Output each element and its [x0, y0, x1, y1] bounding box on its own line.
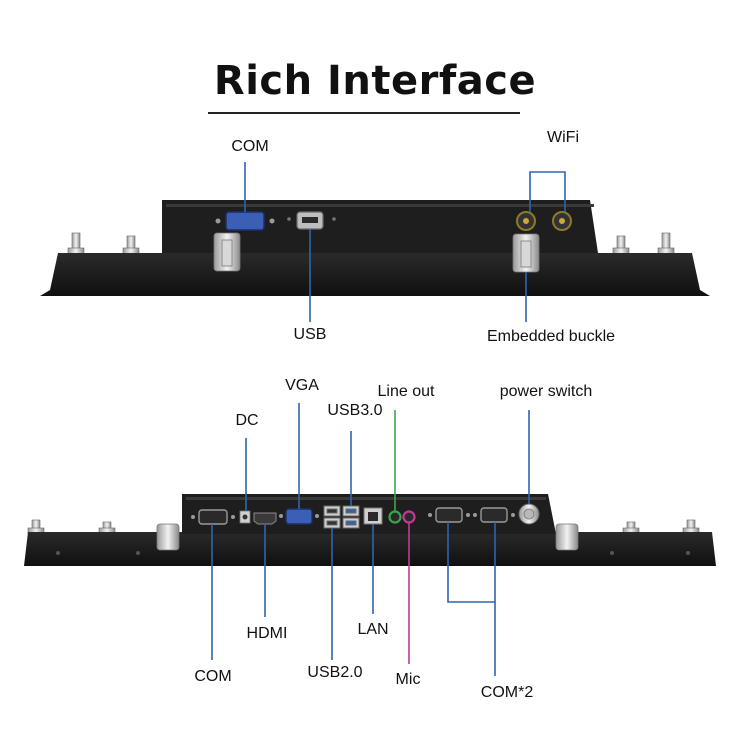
label-bottom-com: COM: [194, 668, 232, 685]
bottom-dc-jack: [239, 510, 251, 524]
label-hdmi: HDMI: [246, 625, 288, 642]
bottom-lan-port: [363, 507, 383, 525]
top-wifi-connectors: [516, 211, 572, 231]
bottom-audio-jacks: [388, 510, 416, 524]
title-underline: [208, 112, 520, 114]
top-rear-housing: [162, 200, 598, 253]
label-usb3: USB3.0: [327, 402, 383, 419]
top-base-plate: [40, 253, 710, 296]
bottom-buckle-left: [156, 523, 180, 551]
bottom-buckle-right: [555, 523, 579, 551]
bottom-com-port: [191, 509, 235, 525]
label-vga: VGA: [285, 377, 319, 394]
bottom-leader-lines: [211, 403, 530, 676]
top-mount-clips: [67, 232, 675, 255]
label-top-wifi: WiFi: [547, 129, 579, 146]
bottom-com-ports-pair: [428, 507, 515, 523]
bottom-power-switch: [518, 503, 540, 525]
bottom-usb3-ports: [342, 505, 360, 529]
top-buckle-left: [213, 232, 241, 272]
label-mic: Mic: [395, 671, 421, 688]
label-dc: DC: [235, 412, 259, 429]
label-top-embedded-buckle: Embedded buckle: [486, 328, 616, 345]
top-leader-lines: [244, 162, 566, 322]
label-power-switch: power switch: [499, 383, 593, 400]
bottom-device: [24, 494, 716, 566]
label-usb2: USB2.0: [307, 664, 363, 681]
bottom-mount-clips: [27, 519, 700, 535]
label-top-usb: USB: [293, 326, 327, 343]
label-top-com: COM: [231, 138, 269, 155]
top-device: [40, 200, 710, 296]
top-buckle-right: [512, 233, 540, 273]
bottom-hdmi-port: [253, 512, 277, 525]
label-line-out: Line out: [377, 383, 435, 400]
bottom-base-plate: [24, 532, 716, 566]
label-lan: LAN: [357, 621, 389, 638]
label-com-2: COM*2: [480, 684, 534, 701]
page-title: Rich Interface: [213, 58, 537, 104]
